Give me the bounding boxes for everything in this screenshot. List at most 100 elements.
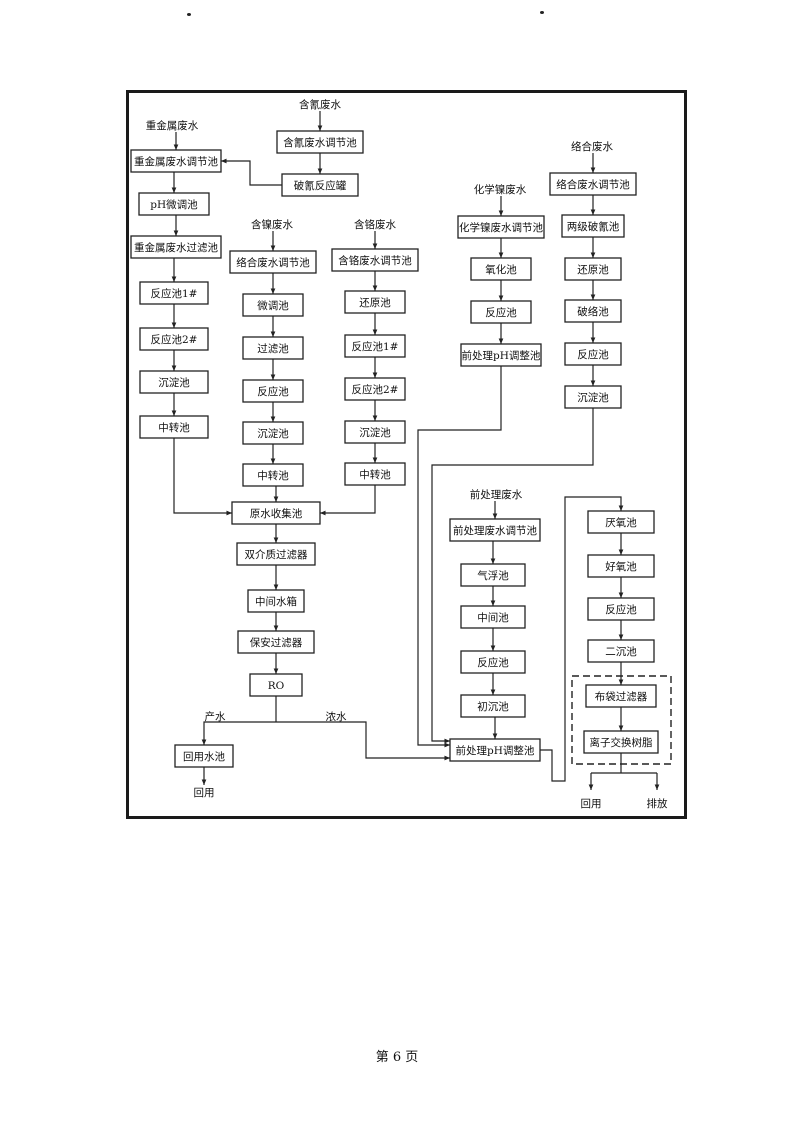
arrow-head bbox=[618, 592, 624, 598]
node-box bbox=[587, 554, 655, 578]
node-first-settle: 初沉池 bbox=[460, 694, 526, 718]
node-security-filter: 保安过滤器 bbox=[237, 630, 315, 654]
arrow-head bbox=[492, 733, 498, 739]
node-bag-filter: 布袋过滤器 bbox=[585, 684, 657, 708]
arrow-head bbox=[171, 365, 177, 371]
node-label: 中间池 bbox=[477, 611, 509, 624]
arrow-head bbox=[492, 513, 498, 519]
arrow-head bbox=[372, 243, 378, 249]
node-box bbox=[549, 172, 637, 196]
node-box bbox=[242, 336, 304, 360]
label-cx-in: 络合废水 bbox=[571, 140, 613, 153]
node-label: 反应池 bbox=[577, 348, 609, 361]
node-label: 前处理废水调节池 bbox=[453, 524, 537, 537]
node-box bbox=[449, 518, 541, 542]
node-raw-collect: 原水收集池 bbox=[231, 501, 321, 525]
node-label: 络合废水调节池 bbox=[556, 178, 630, 191]
arrow-head bbox=[372, 285, 378, 291]
arrow-head bbox=[173, 144, 179, 150]
node-label: 重金属废水过滤池 bbox=[134, 241, 218, 254]
arrow-head bbox=[270, 458, 276, 464]
arrow-head bbox=[372, 372, 378, 378]
arrow-head bbox=[270, 245, 276, 251]
label-conc-label: 浓水 bbox=[326, 711, 347, 723]
scan-speck bbox=[540, 11, 544, 14]
label-chemni-in: 化学镍废水 bbox=[474, 183, 527, 196]
node-box bbox=[460, 343, 542, 367]
node-label: 中转池 bbox=[257, 469, 289, 482]
node-box bbox=[564, 299, 622, 323]
node-hm-adj: 重金属废水调节池 bbox=[130, 149, 222, 173]
arrow-head bbox=[490, 645, 496, 651]
arrow-head bbox=[270, 288, 276, 294]
label-product-label: 产水 bbox=[205, 710, 226, 723]
arrow-head bbox=[654, 784, 660, 790]
node-label: 络合废水调节池 bbox=[236, 256, 310, 269]
node-chemni-ox: 氧化池 bbox=[470, 257, 532, 281]
node-anaerobic: 厌氧池 bbox=[587, 510, 655, 534]
node-label: 化学镍废水调节池 bbox=[459, 221, 543, 234]
node-box bbox=[344, 377, 406, 401]
node-box bbox=[449, 738, 541, 762]
node-pre-adj: 前处理废水调节池 bbox=[449, 518, 541, 542]
arrow-head bbox=[618, 634, 624, 640]
node-label: 前处理pH调整池 bbox=[456, 744, 535, 757]
node-box bbox=[564, 342, 622, 366]
node-box bbox=[564, 385, 622, 409]
node-label: 破氰反应罐 bbox=[294, 179, 347, 192]
node-label: 过滤池 bbox=[257, 342, 289, 355]
node-bio-react: 反应池 bbox=[587, 597, 655, 621]
node-box bbox=[564, 257, 622, 281]
node-label: 反应池 bbox=[257, 385, 289, 398]
node-box bbox=[242, 379, 304, 403]
node-box bbox=[236, 542, 316, 566]
arrow-head bbox=[490, 558, 496, 564]
node-box bbox=[561, 214, 625, 238]
node-pre-react: 反应池 bbox=[460, 650, 526, 674]
arrow-head bbox=[317, 125, 323, 131]
node-box bbox=[242, 293, 304, 317]
arrow-head bbox=[590, 380, 596, 386]
arrow-head bbox=[618, 725, 624, 731]
node-box bbox=[276, 130, 364, 154]
page-number: 第 6 页 bbox=[375, 1050, 419, 1065]
node-cx-breakcr: 破络池 bbox=[564, 299, 622, 323]
node-label: 反应池 bbox=[485, 306, 517, 319]
node-label: 反应池1# bbox=[352, 340, 399, 353]
node-label: 布袋过滤器 bbox=[595, 690, 648, 703]
node-label: 离子交换树脂 bbox=[590, 736, 653, 749]
connector-layer bbox=[171, 111, 660, 790]
arrow-head bbox=[590, 252, 596, 258]
flow-connector bbox=[203, 721, 276, 745]
arrow-head bbox=[320, 510, 326, 516]
node-label: 反应池1# bbox=[151, 287, 198, 300]
node-label: 沉淀池 bbox=[257, 427, 289, 440]
arrow-head bbox=[444, 755, 450, 761]
node-cr-reduce: 还原池 bbox=[344, 290, 406, 314]
node-chemni-ph: 前处理pH调整池 bbox=[460, 343, 542, 367]
node-label: 沉淀池 bbox=[359, 426, 391, 439]
node-box bbox=[139, 327, 209, 351]
node-dual-filter: 双介质过滤器 bbox=[236, 542, 316, 566]
node-label: 含铬废水调节池 bbox=[338, 254, 412, 267]
flow-connector bbox=[540, 496, 622, 782]
node-box bbox=[460, 563, 526, 587]
arrow-head bbox=[173, 230, 179, 236]
arrow-head bbox=[273, 496, 279, 502]
label-pre-in: 前处理废水 bbox=[470, 488, 523, 501]
node-chemni-adj: 化学镍废水调节池 bbox=[457, 215, 545, 239]
arrow-head bbox=[372, 415, 378, 421]
node-label: 含氰废水调节池 bbox=[283, 136, 357, 149]
arrow-head bbox=[498, 252, 504, 258]
node-box bbox=[587, 639, 655, 663]
node-label: 保安过滤器 bbox=[250, 636, 303, 649]
arrow-head bbox=[498, 210, 504, 216]
label-cr-in: 含铬废水 bbox=[354, 218, 396, 231]
arrow-head bbox=[270, 374, 276, 380]
node-box bbox=[130, 235, 222, 259]
node-box bbox=[331, 248, 419, 272]
node-mid-tank: 中间水箱 bbox=[247, 589, 305, 613]
arrow-head bbox=[226, 510, 232, 516]
node-label: 二沉池 bbox=[605, 645, 637, 658]
label-cn-in: 含氰废水 bbox=[299, 98, 341, 111]
